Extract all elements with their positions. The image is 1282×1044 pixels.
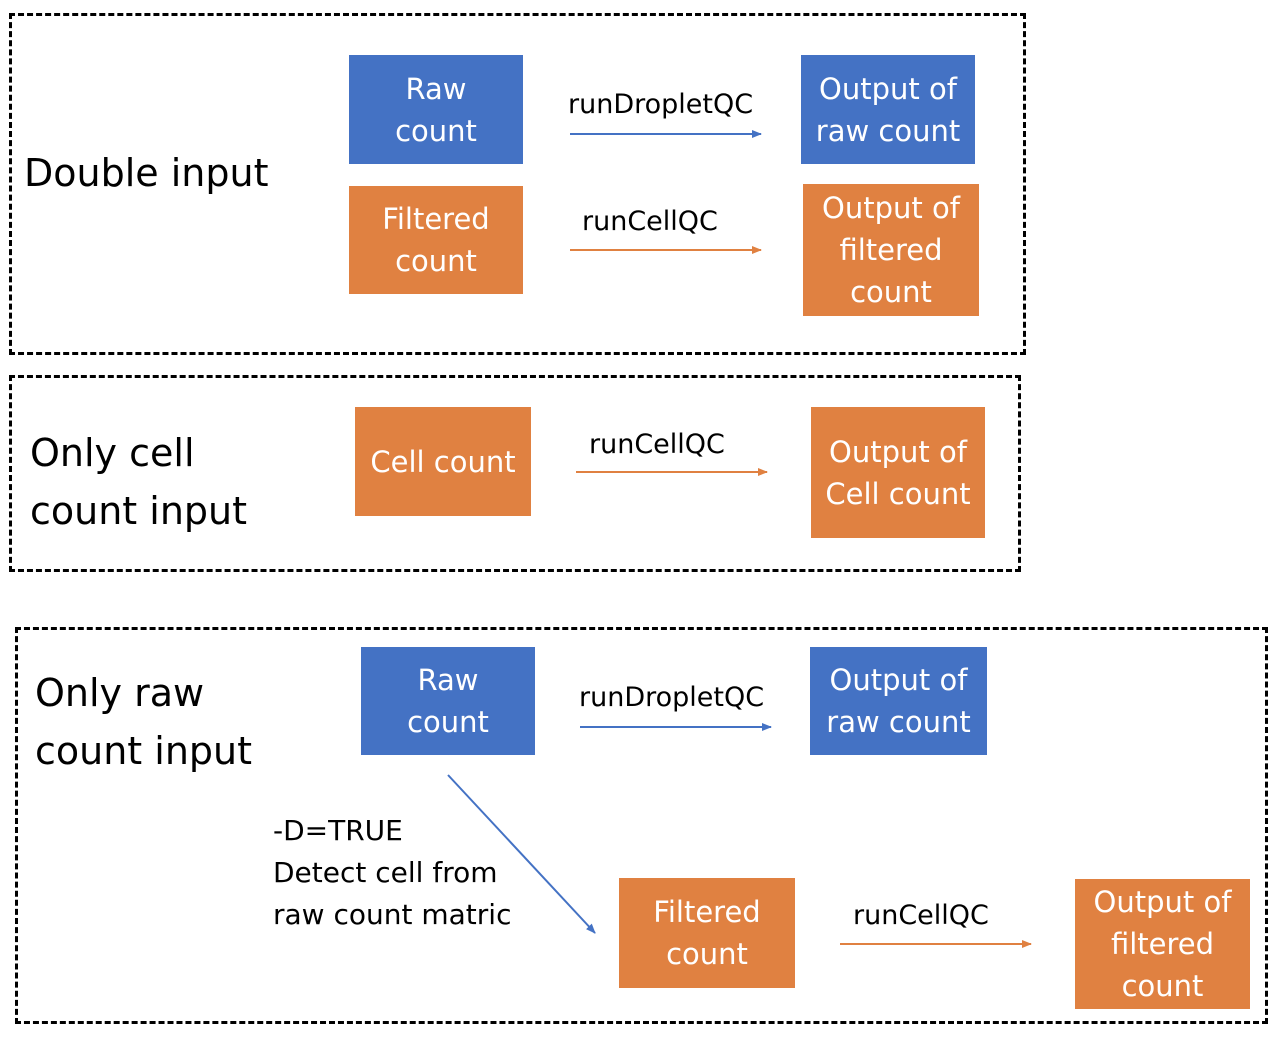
run-droplet-qc-label: runDropletQC <box>579 682 765 713</box>
only-raw-count-label: Only raw count input <box>35 671 253 773</box>
run-cell-qc-label: runCellQC <box>582 206 718 237</box>
double-input-panel <box>9 13 1026 355</box>
filtered-count-box: Filtered count <box>349 186 523 294</box>
run-cell-qc-label: runCellQC <box>589 429 725 460</box>
raw-count-box: Raw count <box>349 55 523 164</box>
raw-count-box: Raw count <box>361 647 535 755</box>
run-droplet-qc-label: runDropletQC <box>568 89 754 120</box>
output-raw-count-box: Output of raw count <box>801 55 975 164</box>
detect-cell-note: -D=TRUE Detect cell from raw count matri… <box>273 814 512 931</box>
filtered-count-box: Filtered count <box>619 878 795 988</box>
arrow-raw-to-filtered <box>447 774 596 934</box>
only-raw-count-panel <box>15 627 1268 1024</box>
output-raw-count-box: Output of raw count <box>810 647 987 755</box>
output-cell-count-box: Output of Cell count <box>811 407 985 538</box>
only-cell-count-label: Only cell count input <box>30 431 248 533</box>
only-cell-count-panel <box>9 375 1021 572</box>
double-input-label: Double input <box>24 151 269 195</box>
output-filtered-count-box: Output of filtered count <box>1075 879 1250 1009</box>
output-filtered-count-box: Output of filtered count <box>803 184 979 316</box>
run-cell-qc-label: runCellQC <box>853 900 989 931</box>
cell-count-box: Cell count <box>355 407 531 516</box>
